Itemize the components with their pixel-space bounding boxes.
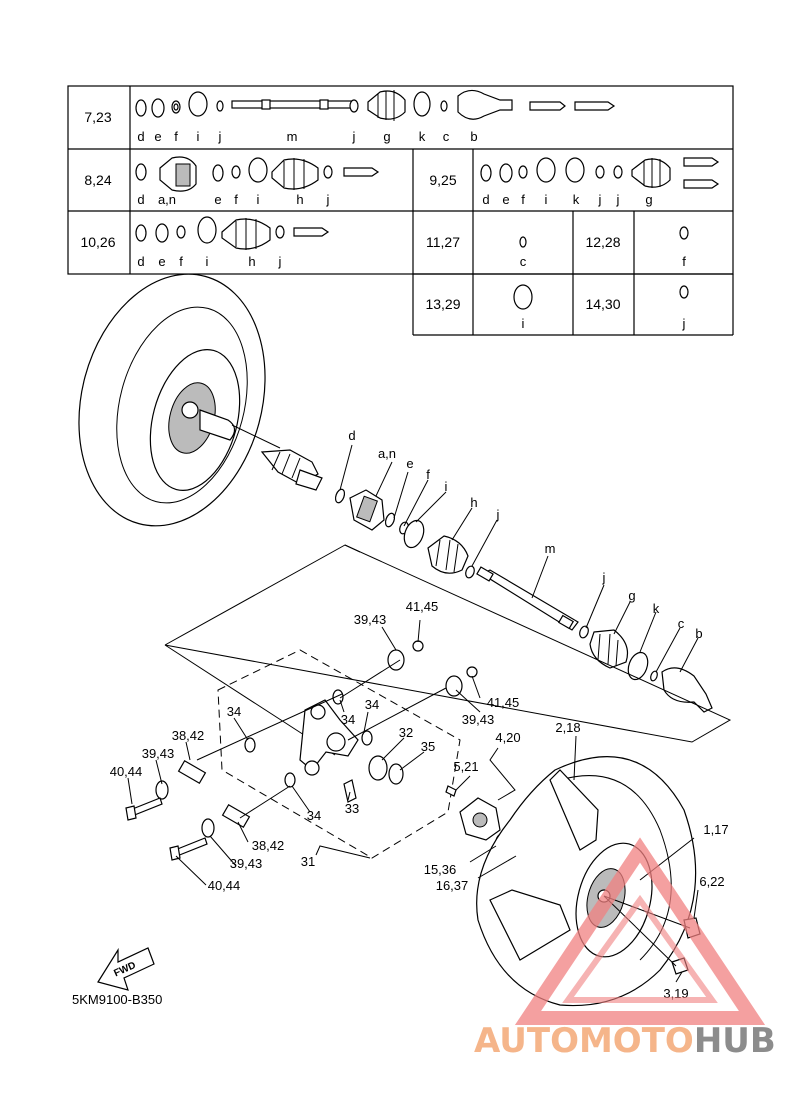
callout-label: 39,43 [354, 612, 387, 627]
table-part-letter: d [482, 192, 489, 207]
left-wheel [78, 273, 281, 527]
callout-label: 33 [345, 801, 359, 816]
table-part-letter: f [682, 254, 686, 269]
table-part-letter: f [521, 192, 525, 207]
table-part-letter: i [522, 316, 525, 331]
callout-label: 16,37 [436, 878, 469, 893]
callout-label: b [695, 626, 702, 641]
callout-label: g [628, 588, 635, 603]
callout-label: d [348, 428, 355, 443]
callout-label: k [653, 601, 660, 616]
watermark-part2: HUB [694, 1021, 776, 1061]
table-part-letter: h [248, 254, 255, 269]
callout-label: h [470, 495, 477, 510]
callout-label: 34 [227, 704, 241, 719]
callout-label: e [406, 456, 413, 471]
callout-label: i [445, 479, 448, 494]
row-7-23-parts: d e f i j m j g k c b [135, 89, 616, 144]
leader-lines [127, 444, 699, 983]
callout-label: 35 [421, 739, 435, 754]
row-label: 11,27 [426, 234, 460, 250]
row-label: 8,24 [84, 172, 111, 188]
callout-label: 15,36 [424, 862, 457, 877]
row-label: 9,25 [429, 172, 456, 188]
row-label: 7,23 [84, 109, 111, 125]
table-part-letter: h [296, 192, 303, 207]
table-part-letter: f [234, 192, 238, 207]
callout-label: j [496, 507, 500, 522]
table-part-letter: e [154, 129, 161, 144]
table-part-letter: e [502, 192, 509, 207]
callout-label: m [545, 541, 556, 556]
row-label: 12,28 [585, 234, 620, 250]
callout-label: 34 [365, 697, 379, 712]
watermark-part1: AUTOMOTO [474, 1021, 694, 1061]
table-part-letter: j [682, 316, 686, 331]
callout-label: 38,42 [172, 728, 205, 743]
callout-label: f [426, 467, 430, 482]
table-part-letter: f [174, 129, 178, 144]
table-part-letter: i [197, 129, 200, 144]
table-part-letter: j [326, 192, 330, 207]
callout-label: 4,20 [495, 730, 520, 745]
callout-label: 39,43 [230, 856, 263, 871]
table-part-letter: e [214, 192, 221, 207]
table-part-letter: i [545, 192, 548, 207]
callout-label: 31 [301, 854, 315, 869]
table-part-letter: c [520, 254, 527, 269]
table-part-letter: j [352, 129, 356, 144]
table-part-letter: e [158, 254, 165, 269]
watermark-text: AUTOMOTOHUB [474, 1021, 776, 1061]
table-part-letter: b [470, 129, 477, 144]
callout-label: 39,43 [142, 746, 175, 761]
callout-label: 41,45 [487, 695, 520, 710]
lower-arm-assembly [125, 640, 478, 861]
parts-kit-table: 7,23 8,24 9,25 10,26 11,27 12,28 13,29 1… [67, 85, 734, 336]
assembly-outline [164, 544, 732, 743]
row-10-26-parts: d e f i h j [135, 216, 330, 269]
table-part-letter: f [179, 254, 183, 269]
row-label: 13,29 [425, 296, 460, 312]
table-part-letter: i [257, 192, 260, 207]
callout-label: 6,22 [699, 874, 724, 889]
callout-label: 41,45 [406, 599, 439, 614]
watermark-logo [514, 837, 766, 1025]
row-label: 10,26 [80, 234, 115, 250]
fwd-arrow: FWD [97, 947, 155, 991]
table-part-letter: j [616, 192, 620, 207]
table-part-letter: g [645, 192, 652, 207]
callout-label: 40,44 [208, 878, 241, 893]
callout-label: 32 [399, 725, 413, 740]
callout-label: c [678, 616, 685, 631]
callout-label: 40,44 [110, 764, 143, 779]
callout-label: 34 [307, 808, 321, 823]
drive-shaft-assembly [260, 449, 713, 713]
table-part-letter: j [218, 129, 222, 144]
table-part-letter: a,n [158, 192, 176, 207]
table-part-letter: d [137, 129, 144, 144]
callout-label: 38,42 [252, 838, 285, 853]
callout-label: 5,21 [453, 759, 478, 774]
table-part-letter: c [443, 129, 450, 144]
table-part-letter: j [598, 192, 602, 207]
table-part-letter: k [573, 192, 580, 207]
drawing-code: 5KM9100-B350 [72, 992, 162, 1007]
callout-label: 39,43 [462, 712, 495, 727]
row-8-24-parts: d a,n e f i h j [135, 156, 380, 207]
callout-label: j [602, 570, 606, 585]
row-9-25-parts: d e f i k j j g [480, 157, 720, 207]
callout-label: 1,17 [703, 822, 728, 837]
table-part-letter: k [419, 129, 426, 144]
table-part-letter: j [278, 254, 282, 269]
table-part-letter: i [206, 254, 209, 269]
callout-label: a,n [378, 446, 396, 461]
table-part-letter: d [137, 254, 144, 269]
table-part-letter: d [137, 192, 144, 207]
row-label: 14,30 [585, 296, 620, 312]
table-part-letter: m [287, 129, 298, 144]
callout-label: 34 [341, 712, 355, 727]
table-part-letter: g [383, 129, 390, 144]
callout-label: 2,18 [555, 720, 580, 735]
